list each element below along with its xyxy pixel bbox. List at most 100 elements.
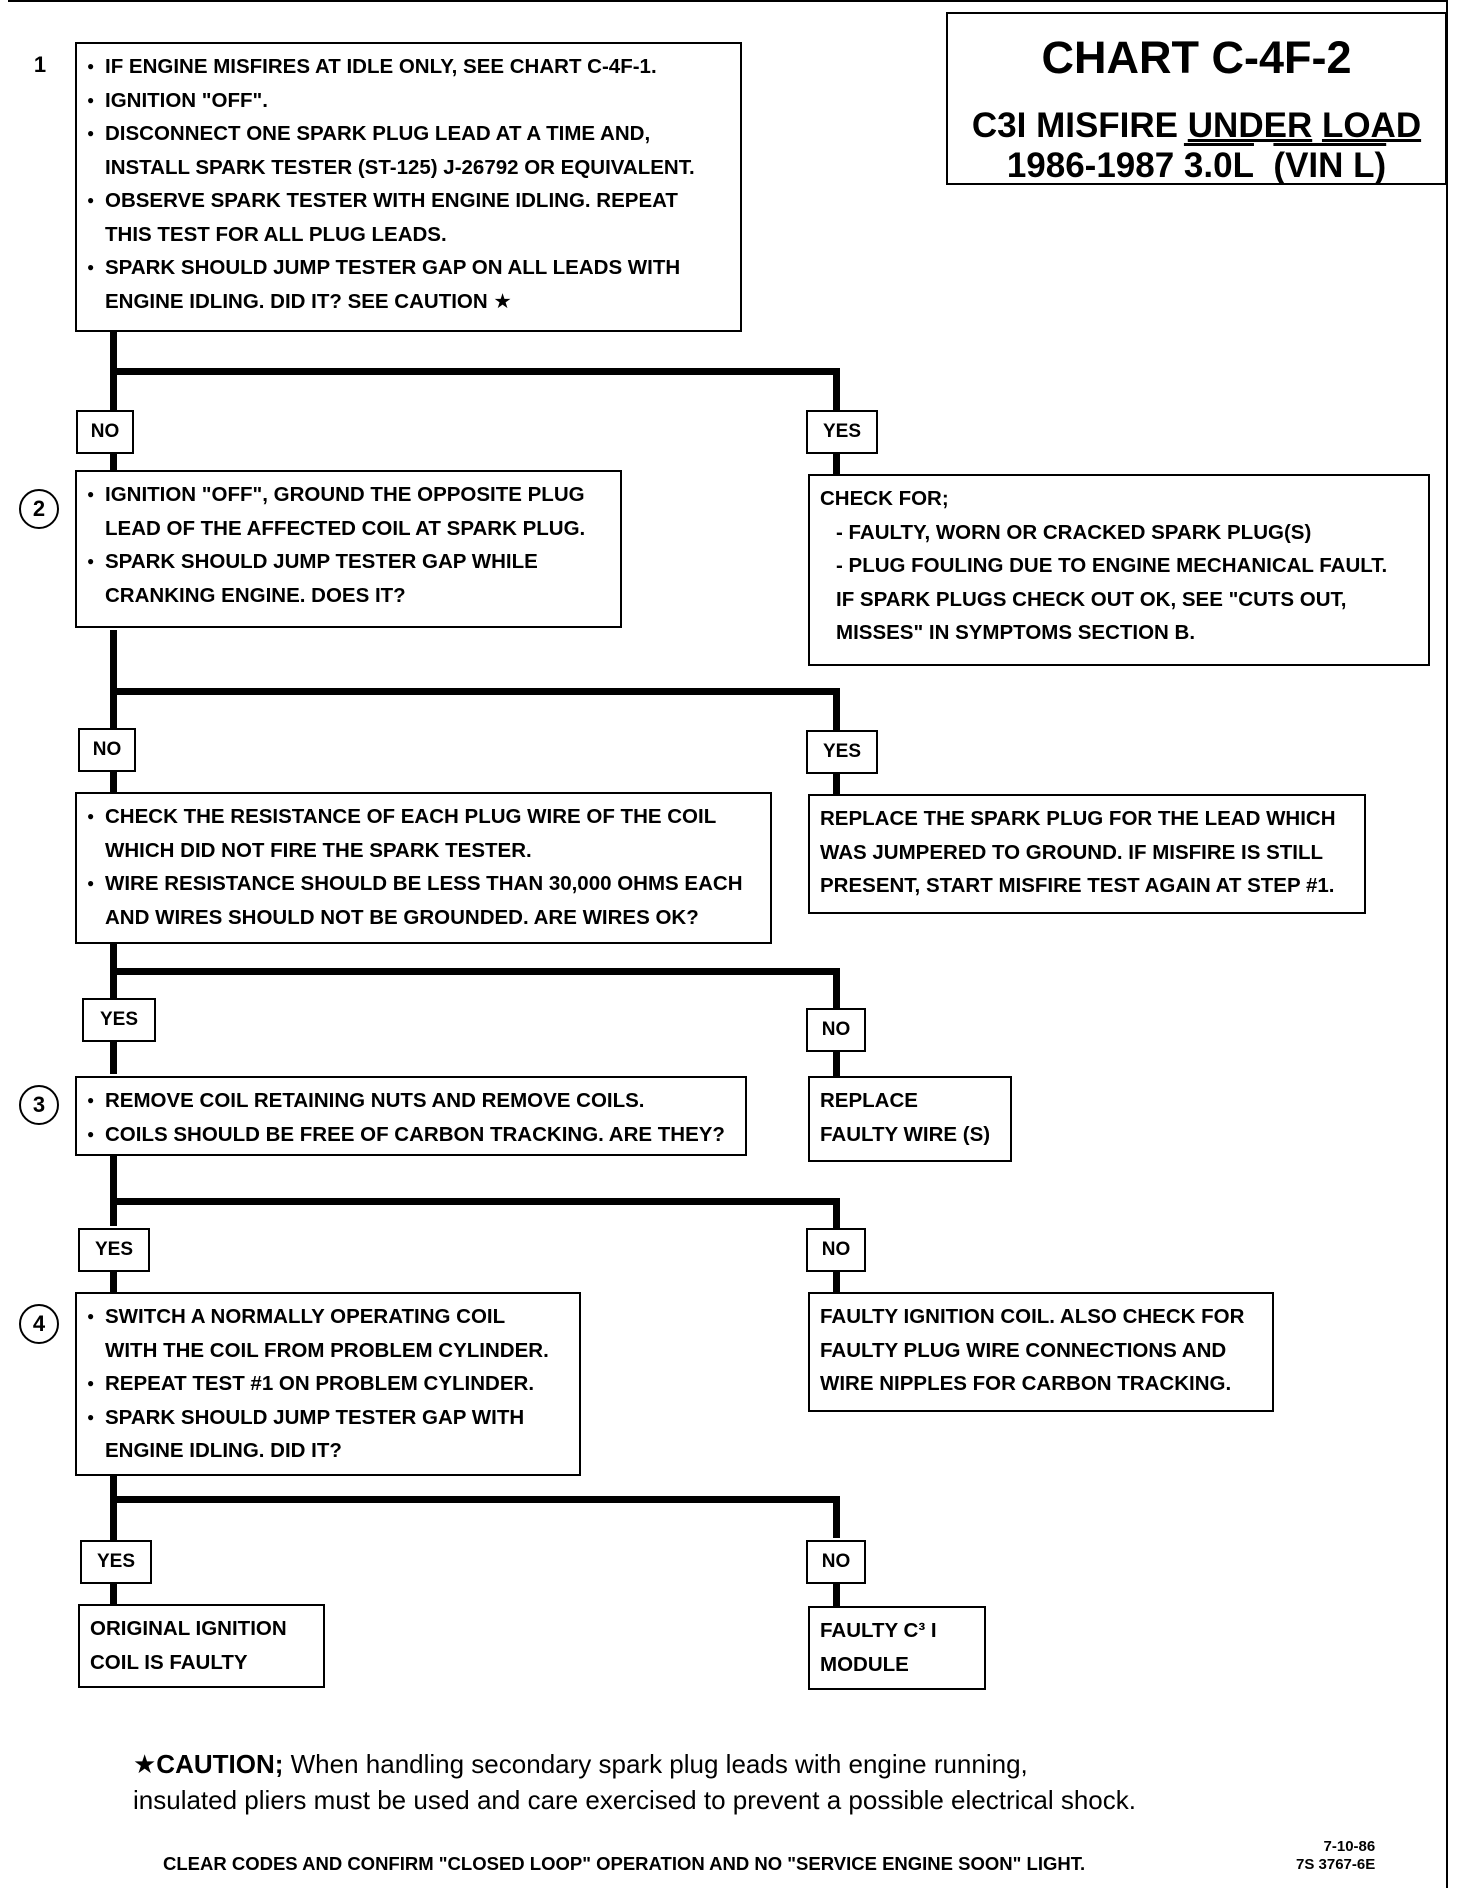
box-text: SPARK SHOULD JUMP TESTER GAP WITH bbox=[87, 1401, 569, 1435]
footer-instruction: CLEAR CODES AND CONFIRM "CLOSED LOOP" OP… bbox=[163, 1853, 1086, 1874]
connector-line bbox=[110, 1582, 117, 1606]
box-text: WITH THE COIL FROM PROBLEM CYLINDER. bbox=[105, 1338, 549, 1362]
model-years: 1986-1987 bbox=[1006, 146, 1184, 185]
connector-line bbox=[110, 1198, 840, 1205]
connector-line bbox=[833, 688, 840, 732]
no-label: NO bbox=[806, 1540, 866, 1584]
yes-label: YES bbox=[82, 998, 156, 1042]
engine-size: 3.0L bbox=[1183, 146, 1254, 185]
box-text: ENGINE IDLING. DID IT? bbox=[105, 1439, 342, 1462]
box-text: FAULTY C³ I bbox=[820, 1619, 937, 1642]
yes-label: YES bbox=[80, 1540, 152, 1584]
no-label: NO bbox=[76, 410, 134, 454]
step-number-3: 3 bbox=[19, 1085, 59, 1125]
box-text: IF ENGINE MISFIRES AT IDLE ONLY, SEE CHA… bbox=[87, 50, 730, 84]
box-text: MISSES" IN SYMPTOMS SECTION B. bbox=[836, 621, 1196, 644]
caution-note: ★CAUTION; When handling secondary spark … bbox=[133, 1746, 1136, 1818]
step-1-box: IF ENGINE MISFIRES AT IDLE ONLY, SEE CHA… bbox=[75, 42, 742, 332]
box-text: - PLUG FOULING DUE TO ENGINE MECHANICAL … bbox=[836, 554, 1388, 577]
title-block: CHART C-4F-2 C3I MISFIRE UNDER LOAD 1986… bbox=[946, 12, 1447, 185]
page-border bbox=[8, 0, 1448, 1888]
no-label: NO bbox=[78, 728, 136, 772]
box-text: WIRE NIPPLES FOR CARBON TRACKING. bbox=[820, 1372, 1232, 1395]
subtitle-underlined-under: UNDER bbox=[1187, 106, 1313, 145]
connector-line bbox=[833, 1578, 840, 1606]
caution-line-2: insulated pliers must be used and care e… bbox=[133, 1785, 1136, 1815]
box-text: COILS SHOULD BE FREE OF CARBON TRACKING.… bbox=[87, 1118, 735, 1152]
yes-label: YES bbox=[78, 1228, 150, 1272]
replace-spark-plug-box: REPLACE THE SPARK PLUG FOR THE LEAD WHIC… bbox=[808, 794, 1366, 914]
connector-line bbox=[110, 1040, 117, 1074]
connector-line bbox=[833, 1048, 840, 1076]
document-number: 7-10-86 7S 3767-6E bbox=[1296, 1838, 1375, 1874]
connector-line bbox=[833, 968, 840, 1008]
box-text: ORIGINAL IGNITION bbox=[90, 1617, 287, 1640]
vin-code: (VIN L) bbox=[1273, 146, 1387, 185]
step-number-1: 1 bbox=[33, 52, 47, 77]
box-text: DISCONNECT ONE SPARK PLUG LEAD AT A TIME… bbox=[87, 117, 730, 151]
connector-line bbox=[833, 452, 840, 474]
box-text: FAULTY PLUG WIRE CONNECTIONS AND bbox=[820, 1338, 1227, 1362]
connector-line bbox=[833, 770, 840, 794]
wire-resistance-box: CHECK THE RESISTANCE OF EACH PLUG WIRE O… bbox=[75, 792, 772, 944]
original-coil-faulty-box: ORIGINAL IGNITION COIL IS FAULTY bbox=[78, 1604, 325, 1688]
connector-line bbox=[110, 770, 117, 794]
no-label: NO bbox=[806, 1008, 866, 1052]
step-number-4: 4 bbox=[19, 1304, 59, 1344]
box-text: IF SPARK PLUGS CHECK OUT OK, SEE "CUTS O… bbox=[836, 587, 1347, 611]
box-text: INSTALL SPARK TESTER (ST-125) J-26792 OR… bbox=[105, 155, 695, 179]
connector-line bbox=[110, 448, 117, 470]
step-2-box: IGNITION "OFF", GROUND THE OPPOSITE PLUG… bbox=[75, 470, 622, 628]
connector-line bbox=[833, 1270, 840, 1292]
box-text: IGNITION "OFF". bbox=[87, 84, 730, 118]
box-text: WAS JUMPERED TO GROUND. IF MISFIRE IS ST… bbox=[820, 840, 1324, 864]
document-date: 7-10-86 bbox=[1323, 1838, 1376, 1855]
box-text: MODULE bbox=[820, 1652, 909, 1676]
caution-text: When handling secondary spark plug leads… bbox=[283, 1749, 1028, 1779]
connector-line bbox=[110, 1470, 117, 1542]
connector-line bbox=[833, 1198, 840, 1230]
connector-line bbox=[110, 368, 117, 414]
connector-line bbox=[833, 1496, 840, 1538]
box-text: WIRE RESISTANCE SHOULD BE LESS THAN 30,0… bbox=[87, 867, 760, 901]
yes-label: YES bbox=[806, 410, 878, 454]
connector-line bbox=[110, 1496, 840, 1503]
chart-engine-line: 1986-1987 3.0L (VIN L) bbox=[948, 146, 1445, 186]
box-text: LEAD OF THE AFFECTED COIL AT SPARK PLUG. bbox=[105, 516, 586, 540]
box-text: REPLACE bbox=[820, 1089, 918, 1112]
box-text: OBSERVE SPARK TESTER WITH ENGINE IDLING.… bbox=[87, 184, 730, 218]
box-text: REPEAT TEST #1 ON PROBLEM CYLINDER. bbox=[87, 1367, 569, 1401]
connector-line bbox=[110, 332, 117, 372]
box-text: ENGINE IDLING. DID IT? SEE CAUTION ★ bbox=[105, 289, 512, 313]
box-text: FAULTY IGNITION COIL. ALSO CHECK FOR bbox=[820, 1305, 1245, 1328]
connector-line bbox=[110, 1264, 117, 1292]
box-text: WHICH DID NOT FIRE THE SPARK TESTER. bbox=[105, 838, 532, 862]
chart-title: CHART C-4F-2 bbox=[1041, 32, 1352, 83]
box-text: REPLACE THE SPARK PLUG FOR THE LEAD WHIC… bbox=[820, 807, 1336, 830]
box-text: FAULTY WIRE (S) bbox=[820, 1122, 991, 1146]
box-text: AND WIRES SHOULD NOT BE GROUNDED. ARE WI… bbox=[105, 905, 699, 929]
box-text: CRANKING ENGINE. DOES IT? bbox=[105, 583, 406, 607]
connector-line bbox=[110, 630, 117, 728]
caution-label: ★CAUTION; bbox=[133, 1749, 284, 1779]
faulty-module-box: FAULTY C³ I MODULE bbox=[808, 1606, 986, 1690]
chart-subtitle: C3I MISFIRE UNDER LOAD bbox=[948, 106, 1445, 146]
box-text: SPARK SHOULD JUMP TESTER GAP WHILE bbox=[87, 545, 610, 579]
connector-line bbox=[110, 1152, 117, 1226]
subtitle-part: C3I MISFIRE bbox=[971, 106, 1188, 145]
box-text: CHECK FOR; bbox=[820, 487, 949, 510]
connector-line bbox=[833, 368, 840, 412]
faulty-ignition-coil-box: FAULTY IGNITION COIL. ALSO CHECK FOR FAU… bbox=[808, 1292, 1274, 1412]
box-text: SPARK SHOULD JUMP TESTER GAP ON ALL LEAD… bbox=[87, 251, 730, 285]
box-text: - FAULTY, WORN OR CRACKED SPARK PLUG(S) bbox=[836, 520, 1312, 544]
box-text: REMOVE COIL RETAINING NUTS AND REMOVE CO… bbox=[87, 1084, 735, 1118]
step-3-box: REMOVE COIL RETAINING NUTS AND REMOVE CO… bbox=[75, 1076, 747, 1156]
check-for-box: CHECK FOR; - FAULTY, WORN OR CRACKED SPA… bbox=[808, 474, 1430, 666]
box-text: CHECK THE RESISTANCE OF EACH PLUG WIRE O… bbox=[87, 800, 760, 834]
yes-label: YES bbox=[806, 730, 878, 774]
box-text: COIL IS FAULTY bbox=[90, 1650, 248, 1674]
step-number-2: 2 bbox=[19, 489, 59, 529]
step-4-box: SWITCH A NORMALLY OPERATING COIL WITH TH… bbox=[75, 1292, 581, 1476]
connector-line bbox=[110, 368, 840, 375]
no-label: NO bbox=[806, 1228, 866, 1272]
